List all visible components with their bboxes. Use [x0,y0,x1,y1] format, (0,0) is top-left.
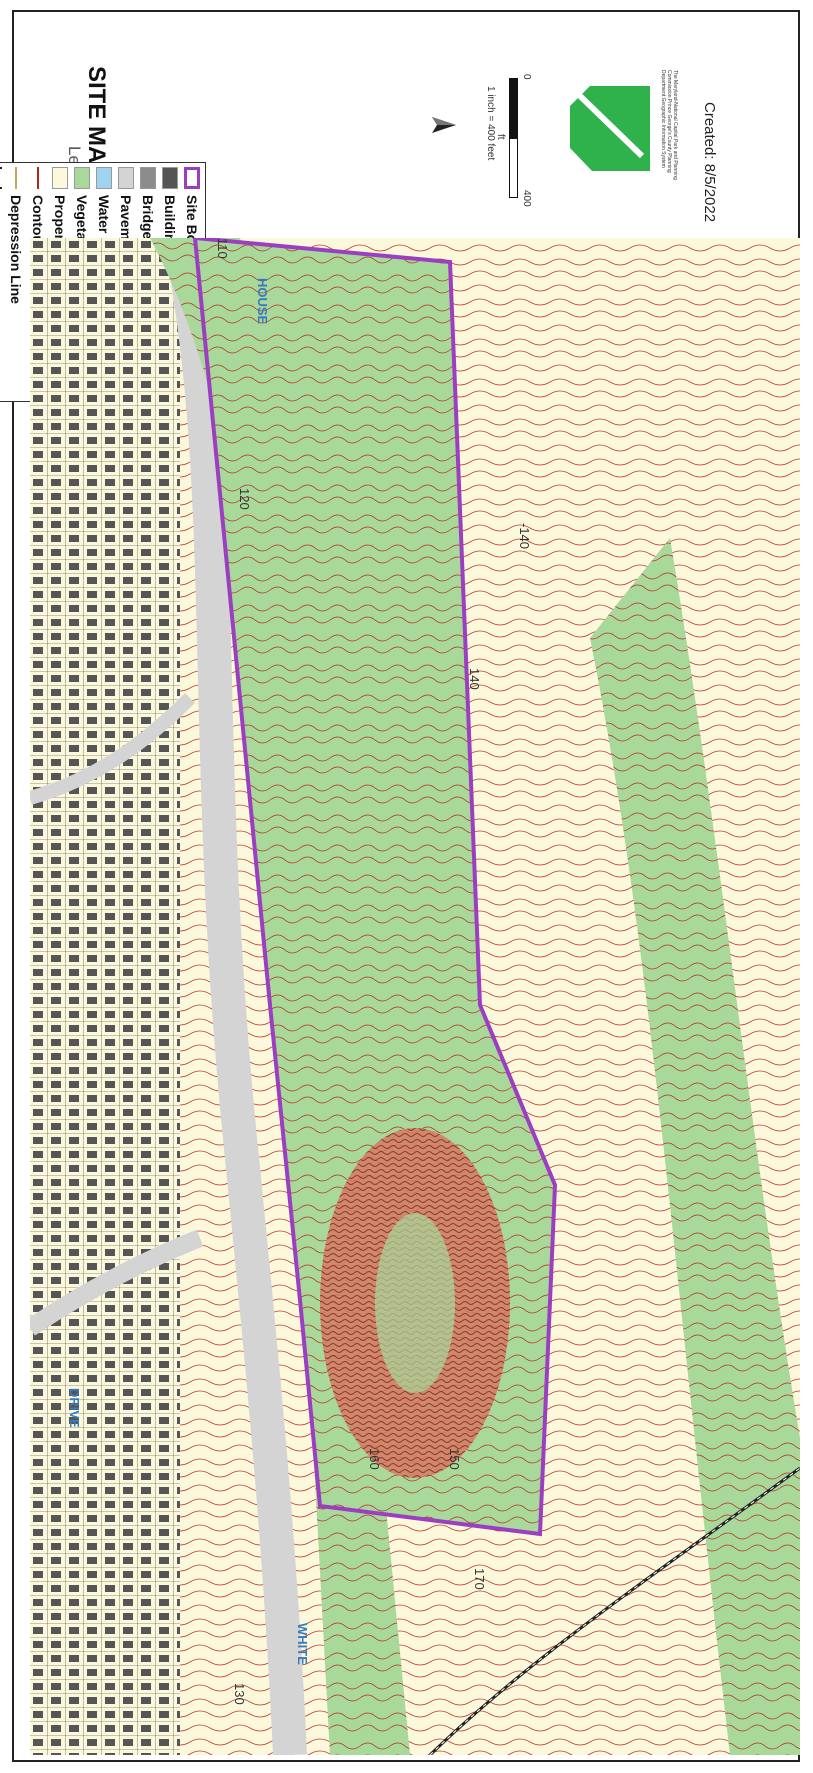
contour-label-e: -140 [517,523,532,549]
legend-swatch [140,167,156,189]
legend-swatch [96,167,112,189]
legend-swatch [162,167,178,189]
legend-label: Railroad Line [0,195,2,284]
contour-label-f: 120 [237,488,252,510]
legend-swatch [8,167,24,189]
label-house: HOUSE [255,278,270,325]
contour-label-d: 140 [467,668,482,690]
scale-ratio: 1 inch = 400 feet [485,86,496,161]
created-date: Created: 8/5/2022 [701,102,718,223]
contour-label-h: 130 [232,1683,247,1705]
credit-text: The Maryland-National Capital Park and P… [660,70,678,180]
hilltop-plateau [375,1213,455,1393]
site-map-canvas[interactable]: DRIVE WHITE HOUSE 160 150 170 140 -140 1… [30,238,800,1755]
legend-label: Water [96,195,112,234]
legend-swatch [74,167,90,189]
contour-label-a: 160 [367,1448,382,1470]
legend-swatch [30,167,46,189]
residential-subdivision [30,238,180,1755]
drive-road [30,1229,204,1336]
vegetation-east [590,538,800,1755]
legend-swatch [118,167,134,189]
side-road [30,693,195,805]
label-drive: DRIVE [67,1388,82,1428]
legend-label: Bridge [140,195,156,240]
scale-max: 400 [521,190,532,207]
white-house-road [163,238,307,1755]
legend-swatch [0,167,2,189]
label-white: WHITE [295,1623,310,1665]
contour-label-c: 170 [472,1568,487,1590]
site-boundary[interactable] [192,238,558,1537]
contour-label-g: 110 [215,238,230,259]
scale-bar: 0 400 ft 1 inch = 400 feet [485,74,532,218]
contour-label-b: 150 [447,1448,462,1470]
legend-swatch [52,167,68,189]
legend-item: Depression Line [5,167,27,397]
legend-label: Depression Line [8,195,24,304]
railroad-ties [429,1467,800,1755]
legend-item: Railroad Line [0,167,5,397]
legend-panel: SITE MAP Legend Site BoundaryBuildingBri… [0,18,788,402]
mncppc-logo-icon [565,86,650,171]
north-arrow-icon [423,113,458,137]
scale-unit: ft [495,134,506,140]
scale-zero: 0 [521,74,532,80]
legend-swatch [184,167,200,189]
